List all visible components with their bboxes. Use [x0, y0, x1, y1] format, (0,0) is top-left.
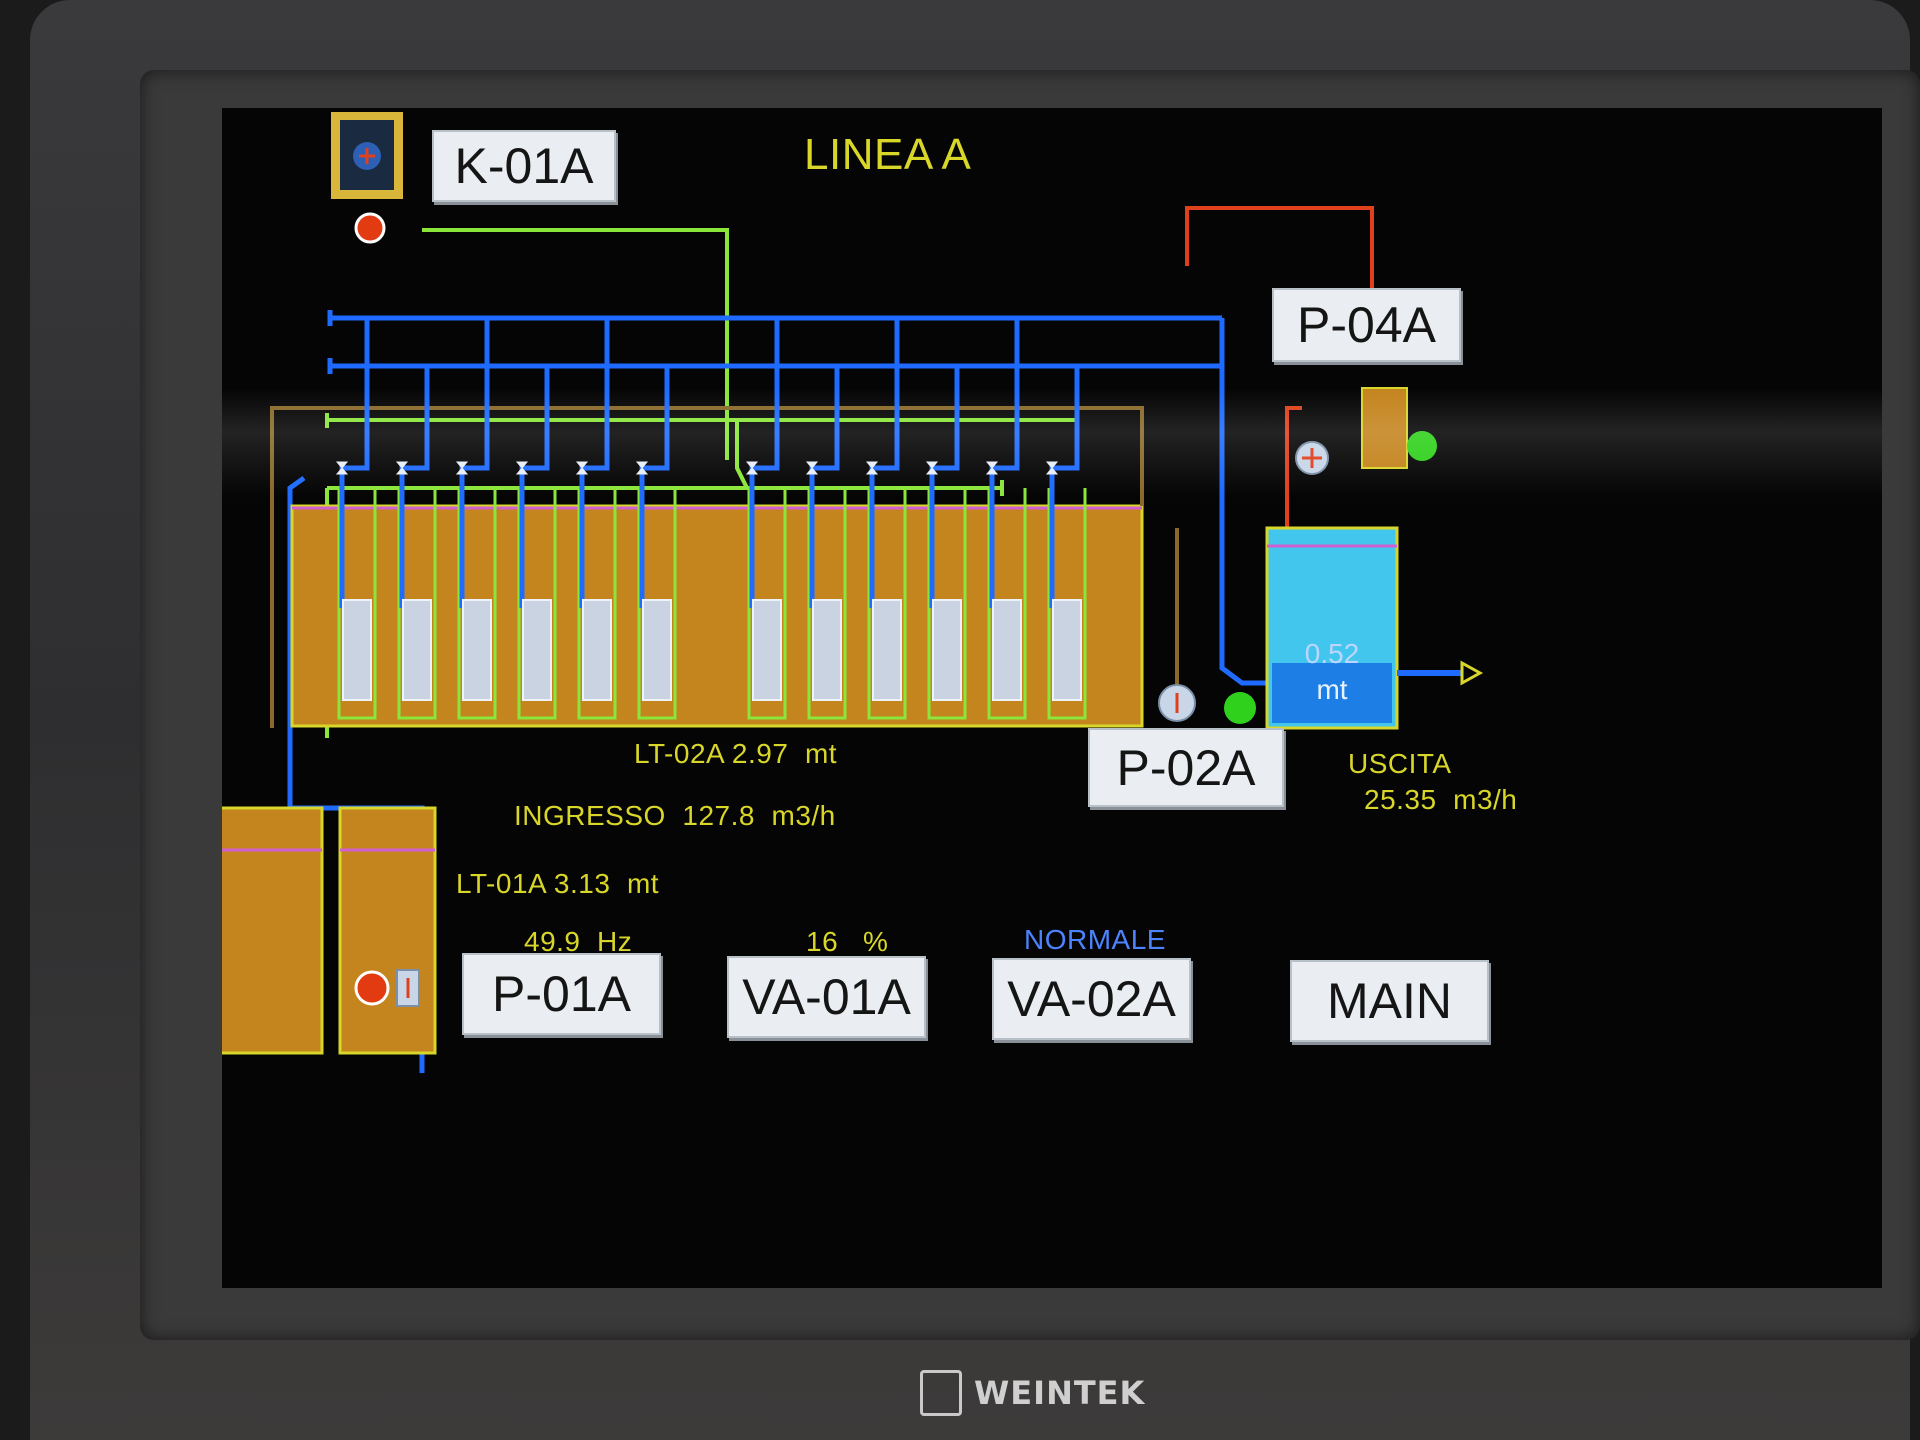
membrane-module-icon[interactable] — [522, 599, 552, 701]
permeate-riser — [1049, 366, 1080, 608]
membrane-module-icon[interactable] — [462, 599, 492, 701]
va01a-button[interactable]: VA-01A — [727, 956, 926, 1038]
uscita-readout: 25.35 m3/h — [1364, 784, 1518, 815]
p02a-pump-icon — [1158, 684, 1196, 722]
valve-icon[interactable] — [985, 461, 999, 475]
membrane-module-icon[interactable] — [342, 599, 372, 701]
k01a-button[interactable]: K-01A — [432, 130, 616, 202]
valve-icon[interactable] — [925, 461, 939, 475]
permeate-riser — [399, 366, 430, 608]
membrane-module-icon[interactable] — [642, 599, 672, 701]
p01a-button[interactable]: P-01A — [462, 953, 661, 1035]
equalization-tank — [222, 806, 324, 1055]
p02a-status-lamp — [1224, 692, 1256, 724]
outlet-arrow-icon — [1460, 660, 1484, 686]
membrane-module-icon[interactable] — [402, 599, 432, 701]
p02a-button[interactable]: P-02A — [1088, 728, 1284, 807]
valve-icon[interactable] — [335, 461, 349, 475]
permeate-riser — [519, 366, 550, 608]
hmi-screen: LINEA A K-01A P-04A P-02A P-01A VA-01A V… — [222, 108, 1882, 1288]
main-button[interactable]: MAIN — [1290, 960, 1489, 1042]
air-drop-line — [987, 488, 1027, 720]
valve-icon[interactable] — [635, 461, 649, 475]
feed-tank — [338, 806, 437, 1055]
membrane-module-icon[interactable] — [812, 599, 842, 701]
valve-icon[interactable] — [805, 461, 819, 475]
valve-icon[interactable] — [745, 461, 759, 475]
lt01a-readout: LT-01A 3.13 mt — [456, 868, 660, 899]
membrane-module-icon[interactable] — [582, 599, 612, 701]
k01a-status-lamp — [354, 212, 386, 244]
permeate-riser — [639, 366, 670, 608]
air-drop-line — [517, 488, 557, 720]
valve-icon[interactable] — [1045, 461, 1059, 475]
va02a-button[interactable]: VA-02A — [992, 958, 1191, 1040]
brand-name: WEINTEK — [974, 1374, 1146, 1412]
permeate-riser — [579, 318, 610, 608]
permeate-riser — [749, 318, 780, 608]
membrane-module-icon[interactable] — [1052, 599, 1082, 701]
device-brand: WEINTEK — [920, 1370, 1145, 1416]
permeate-riser — [929, 366, 960, 608]
compressor-icon — [331, 112, 403, 199]
air-drop-line — [337, 488, 377, 720]
air-drop-line — [397, 488, 437, 720]
process-diagram — [222, 112, 1484, 1073]
va02a-mode-readout: NORMALE — [1024, 924, 1166, 955]
uscita-label: USCITA — [1348, 748, 1452, 779]
outlet-tank-level-unit: mt — [1316, 674, 1348, 705]
frequency-readout: 49.9 Hz — [524, 926, 633, 957]
valve-icon[interactable] — [575, 461, 589, 475]
overflow-channel — [270, 406, 1144, 728]
p01a-pump-icon — [396, 969, 420, 1007]
air-drop-line — [1047, 488, 1087, 720]
dosing-tank-icon — [1361, 387, 1408, 469]
permeate-riser — [869, 318, 900, 608]
outlet-tank-level-value: 0.52 — [1304, 638, 1360, 669]
p04a-status-lamp — [1407, 431, 1437, 461]
membrane-module-icon[interactable] — [992, 599, 1022, 701]
valve-opening-readout: 16 % — [806, 926, 889, 957]
valve-icon[interactable] — [515, 461, 529, 475]
weintek-logo-icon — [920, 1370, 962, 1416]
return-line — [1185, 206, 1374, 538]
valve-icon[interactable] — [455, 461, 469, 475]
air-drop-line — [637, 488, 677, 720]
membrane-module-icon[interactable] — [752, 599, 782, 701]
air-drop-line — [807, 488, 847, 720]
outlet-tank-level-bar — [1272, 663, 1392, 723]
membrane-module-icon[interactable] — [932, 599, 962, 701]
air-drop-line — [927, 488, 967, 720]
lt02a-readout: LT-02A 2.97 mt — [634, 738, 838, 769]
page-title: LINEA A — [804, 130, 972, 179]
p04a-pump-icon — [1295, 441, 1329, 475]
valve-icon[interactable] — [395, 461, 409, 475]
membrane-module-icon[interactable] — [872, 599, 902, 701]
air-drop-line — [747, 488, 787, 720]
air-drop-line — [577, 488, 617, 720]
p04a-button[interactable]: P-04A — [1272, 288, 1461, 362]
permeate-riser — [459, 318, 490, 608]
permeate-riser — [339, 318, 370, 608]
permeate-riser — [809, 366, 840, 608]
ingresso-readout: INGRESSO 127.8 m3/h — [514, 800, 836, 831]
permeate-riser — [989, 318, 1020, 608]
membrane-modules — [335, 318, 1087, 720]
air-drop-line — [457, 488, 497, 720]
p01a-status-lamp — [354, 970, 390, 1006]
valve-icon[interactable] — [865, 461, 879, 475]
air-drop-line — [867, 488, 907, 720]
